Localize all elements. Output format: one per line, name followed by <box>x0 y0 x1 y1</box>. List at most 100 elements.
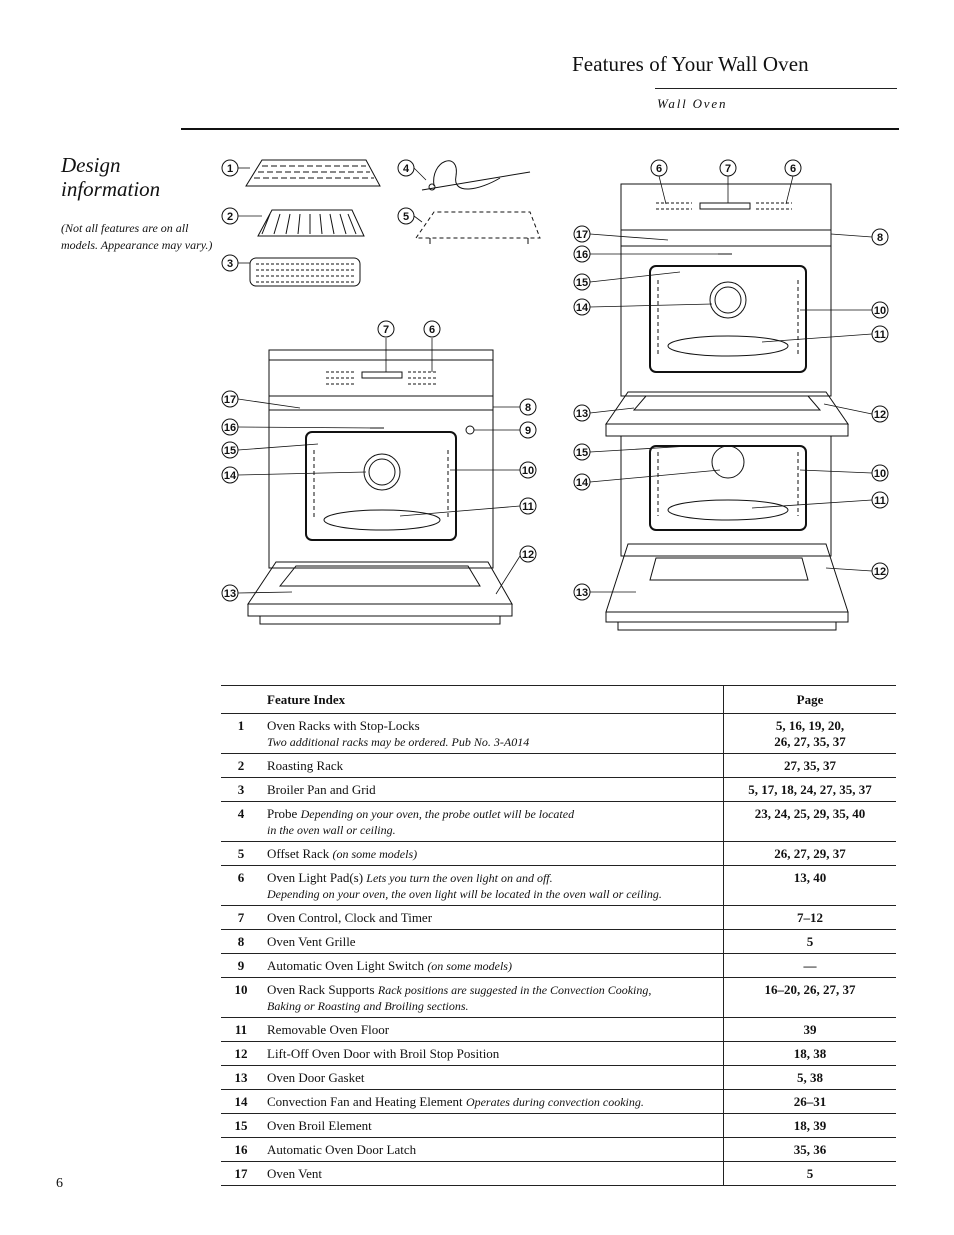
table-header-page: Page <box>723 685 896 714</box>
callout-12-single: 12 <box>519 545 537 563</box>
feature-description: Lift-Off Oven Door with Broil Stop Posit… <box>261 1041 724 1066</box>
feature-number: 13 <box>221 1065 261 1090</box>
svg-text:10: 10 <box>874 305 886 317</box>
feature-page-list: 5 <box>806 1166 814 1181</box>
callout-7-single: 7 <box>377 320 395 338</box>
feature-pages: — <box>723 953 896 978</box>
table-header-row: Feature Index Page <box>221 685 896 714</box>
callout-10-double-upper: 10 <box>871 301 889 319</box>
svg-text:5: 5 <box>403 211 409 223</box>
svg-text:2: 2 <box>227 211 233 223</box>
svg-text:11: 11 <box>874 329 886 341</box>
callout-16-single: 16 <box>221 418 239 436</box>
feature-name: Probe <box>267 806 298 821</box>
feature-name: Lift-Off Oven Door with Broil Stop Posit… <box>267 1046 500 1061</box>
svg-text:12: 12 <box>874 409 886 421</box>
feature-page-list: 27, 35, 37 <box>784 758 836 773</box>
probe-illustration <box>421 160 531 191</box>
svg-text:12: 12 <box>874 566 886 578</box>
callout-9-single: 9 <box>519 421 537 439</box>
oven-features-diagram: 1 2 3 4 5 7 6 17 16 15 14 13 8 9 10 11 1… <box>221 159 889 631</box>
page-subtitle: Wall Oven <box>657 96 728 111</box>
feature-pages: 39 <box>723 1017 896 1042</box>
leader-lines <box>237 167 873 595</box>
callout-13-double-upper: 13 <box>573 404 591 422</box>
feature-description: Removable Oven Floor <box>261 1017 724 1042</box>
feature-page-list: 7–12 <box>797 910 823 925</box>
svg-text:17: 17 <box>224 394 236 406</box>
feature-pages: 5, 38 <box>723 1065 896 1090</box>
feature-pages: 35, 36 <box>723 1137 896 1162</box>
feature-description: Oven Vent Grille <box>261 929 724 954</box>
section-divider <box>181 128 899 130</box>
feature-number: 11 <box>221 1017 261 1042</box>
callout-13-double-lower: 13 <box>573 583 591 601</box>
feature-description: Oven Vent <box>261 1161 724 1186</box>
page-number: 6 <box>56 1176 63 1191</box>
svg-text:7: 7 <box>383 324 389 336</box>
feature-page-list: 5, 17, 18, 24, 27, 35, 37 <box>748 782 872 797</box>
feature-page-list: — <box>803 958 817 973</box>
feature-number: 17 <box>221 1161 261 1186</box>
svg-text:6: 6 <box>790 163 796 175</box>
callout-1: 1 <box>221 159 239 177</box>
feature-note: Lets you turn the oven light on and off. <box>366 871 553 885</box>
feature-pages: 13, 40 <box>723 865 896 906</box>
callout-12-double-lower: 12 <box>871 562 889 580</box>
svg-text:3: 3 <box>227 258 233 270</box>
feature-note: Operates during convection cooking. <box>465 1095 644 1109</box>
feature-page-list: 39 <box>803 1022 817 1037</box>
feature-pages: 18, 38 <box>723 1041 896 1066</box>
feature-name: Oven Broil Element <box>267 1118 372 1133</box>
feature-number: 10 <box>221 977 261 1018</box>
header-divider <box>655 88 897 89</box>
feature-name: Removable Oven Floor <box>267 1022 390 1037</box>
svg-text:11: 11 <box>874 495 886 507</box>
feature-description: Automatic Oven Door Latch <box>261 1137 724 1162</box>
section-title: Design information <box>61 153 161 201</box>
feature-name: Oven Vent Grille <box>267 934 356 949</box>
callout-6-double-left: 6 <box>650 159 668 177</box>
svg-text:10: 10 <box>874 468 886 480</box>
feature-name: Oven Control, Clock and Timer <box>267 910 433 925</box>
feature-pages: 26–31 <box>723 1089 896 1114</box>
offset-rack-illustration <box>415 211 541 244</box>
feature-note: Rack positions are suggested in the Conv… <box>377 983 652 997</box>
feature-page-list-continued: 26, 27, 35, 37 <box>774 734 846 749</box>
broiler-pan-illustration <box>249 257 361 287</box>
feature-note: (on some models) <box>332 847 418 861</box>
section-note: (Not all features are on all models. App… <box>61 221 213 252</box>
svg-text:14: 14 <box>576 302 589 314</box>
page-title: Features of Your Wall Oven <box>572 52 809 76</box>
callout-11-double-lower: 11 <box>871 491 889 509</box>
feature-number: 15 <box>221 1113 261 1138</box>
table-row: 13 Oven Door Gasket 5, 38 <box>221 1065 896 1090</box>
feature-note-continued: Depending on your oven, the oven light w… <box>267 887 662 901</box>
feature-description: Oven Door Gasket <box>261 1065 724 1090</box>
feature-pages: 23, 24, 25, 29, 35, 40 <box>723 801 896 842</box>
feature-page-list: 35, 36 <box>793 1142 827 1157</box>
svg-text:15: 15 <box>576 277 588 289</box>
callout-7-double: 7 <box>719 159 737 177</box>
feature-name: Oven Door Gasket <box>267 1070 365 1085</box>
feature-note: Two additional racks may be ordered. Pub… <box>267 735 530 749</box>
svg-text:13: 13 <box>224 588 236 600</box>
feature-name: Automatic Oven Door Latch <box>267 1142 417 1157</box>
callout-10-double-lower: 10 <box>871 464 889 482</box>
single-oven-illustration <box>247 349 513 625</box>
callout-4: 4 <box>397 159 415 177</box>
callout-15-double-lower: 15 <box>573 443 591 461</box>
svg-text:6: 6 <box>656 163 662 175</box>
feature-page-list: 18, 39 <box>793 1118 827 1133</box>
feature-number: 5 <box>221 841 261 866</box>
callout-12-double-upper: 12 <box>871 405 889 423</box>
feature-number: 3 <box>221 777 261 802</box>
